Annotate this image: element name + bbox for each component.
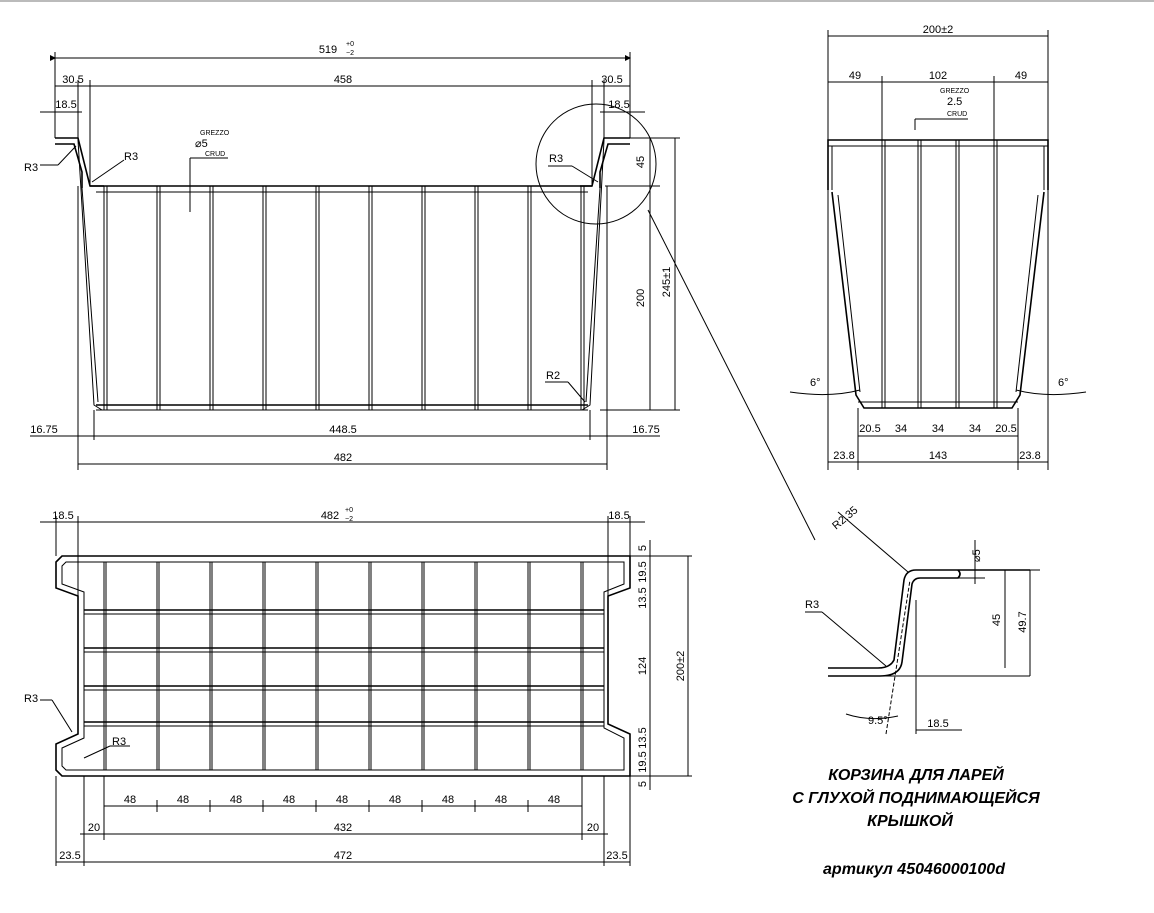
dim-side-b2: 34 <box>895 423 907 435</box>
dim-front-height-top: 45 <box>635 156 647 168</box>
dim-detail-h2: 49.7 <box>1017 611 1029 632</box>
dim-front-left-lip: 18.5 <box>55 99 76 111</box>
dim-side-c-left: 23.8 <box>833 450 854 462</box>
side-view: 200±2 49 102 49 GREZZO 2.5 CRUD 6° 6° 20… <box>789 24 1087 470</box>
side-wires <box>881 140 998 408</box>
dim-side-b1: 20.5 <box>859 423 880 435</box>
label-plan-radius-outer: R3 <box>24 693 38 705</box>
dim-detail-h1: 45 <box>991 614 1003 626</box>
note-front-l1: GREZZO <box>200 130 230 137</box>
dim-detail-w: 18.5 <box>927 718 948 730</box>
dim-plan-r-a: 19.5 <box>637 561 649 582</box>
dim-front-bottom-left: 16.75 <box>30 424 58 436</box>
dim-front-right-flange: 30.5 <box>601 74 622 86</box>
label-detail-radius-bottom: R3 <box>805 599 819 611</box>
title-line-1: КОРЗИНА ДЛЯ ЛАРЕЙ <box>828 764 1004 784</box>
dim-front-bottom-right: 16.75 <box>632 424 660 436</box>
dim-plan-overall-tol-plus: +0 <box>345 507 353 514</box>
plan-cell-label: 48 <box>283 794 295 806</box>
plan-cell-label: 48 <box>389 794 401 806</box>
front-wires <box>103 186 585 410</box>
dim-side-b4: 34 <box>969 423 981 435</box>
dim-plan-edge-left: 23.5 <box>59 850 80 862</box>
dim-side-left: 49 <box>849 70 861 82</box>
dim-front-inner-top: 458 <box>334 74 352 86</box>
label-front-radius-right: R3 <box>549 153 563 165</box>
title-block: КОРЗИНА ДЛЯ ЛАРЕЙ С ГЛУХОЙ ПОДНИМАЮЩЕЙСЯ… <box>792 764 1040 878</box>
label-plan-radius-inner: R3 <box>112 736 126 748</box>
dim-side-right: 49 <box>1015 70 1027 82</box>
label-detail-dia: ⌀5 <box>971 549 983 562</box>
note-side-l1: GREZZO <box>940 88 970 95</box>
dim-front-overall-tol-plus: +0 <box>346 41 354 48</box>
dim-side-angle-left: 6° <box>810 377 821 389</box>
dim-detail-angle: 9.5° <box>868 715 888 727</box>
note-front-l2: ⌀5 <box>195 138 208 150</box>
dim-plan-r-mid: 124 <box>637 657 649 675</box>
plan-cell-label: 48 <box>442 794 454 806</box>
detail-view: R2.35 R3 ⌀5 45 49.7 9.5° 18.5 <box>805 504 1040 735</box>
dim-front-overall-tol-minus: −2 <box>346 50 354 57</box>
detail-leader <box>647 209 816 541</box>
dim-plan-right-lip: 18.5 <box>608 510 629 522</box>
dim-side-overall: 200±2 <box>923 24 954 36</box>
plan-cell-label: 48 <box>495 794 507 806</box>
detail-circle <box>535 103 657 225</box>
dim-plan-total: 472 <box>334 850 352 862</box>
note-front-l3: CRUD <box>205 151 225 158</box>
dim-plan-right-margin: 20 <box>587 822 599 834</box>
dim-plan-r-d: 19.5 <box>637 751 649 772</box>
dim-side-c-mid: 143 <box>929 450 947 462</box>
dim-plan-r-bot: 5 <box>637 781 649 787</box>
note-side-l3: CRUD <box>947 111 967 118</box>
plan-grid <box>84 562 604 770</box>
plan-cell-label: 48 <box>124 794 136 806</box>
dim-front-bottom-inner: 448.5 <box>329 424 357 436</box>
dim-plan-overall-tol-minus: −2 <box>345 516 353 523</box>
note-side-l2: 2.5 <box>947 96 962 108</box>
article-number: артикул 45046000100d <box>823 861 1006 878</box>
dim-side-c-right: 23.8 <box>1019 450 1040 462</box>
label-detail-radius-top: R2.35 <box>830 504 860 532</box>
dim-plan-r-c: 13.5 <box>637 727 649 748</box>
dim-plan-overall: 482 <box>321 510 339 522</box>
label-front-radius-left-inner: R3 <box>124 151 138 163</box>
label-front-radius-bottom: R2 <box>546 370 560 382</box>
dim-plan-r-total: 200±2 <box>675 651 687 682</box>
dim-front-bottom-overall: 482 <box>334 452 352 464</box>
dim-front-overall: 519 <box>319 44 337 56</box>
dim-side-b5: 20.5 <box>995 423 1016 435</box>
title-line-3: КРЫШКОЙ <box>867 810 953 830</box>
dim-plan-left-lip: 18.5 <box>52 510 73 522</box>
label-front-radius-left-outer: R3 <box>24 162 38 174</box>
plan-cell-label: 48 <box>230 794 242 806</box>
dim-plan-r-top: 5 <box>637 545 649 551</box>
dim-front-right-lip: 18.5 <box>608 99 629 111</box>
dim-side-b3: 34 <box>932 423 944 435</box>
dim-plan-span: 432 <box>334 822 352 834</box>
dim-front-height-body: 200 <box>635 289 647 307</box>
title-line-2: С ГЛУХОЙ ПОДНИМАЮЩЕЙСЯ <box>792 787 1040 807</box>
dim-side-angle-right: 6° <box>1058 377 1069 389</box>
dim-side-mid: 102 <box>929 70 947 82</box>
dim-front-height-total: 245±1 <box>661 267 673 298</box>
front-view: 519 +0 −2 30.5 458 30.5 18.5 18.5 R3 R3 … <box>24 41 816 541</box>
plan-cell-label: 48 <box>548 794 560 806</box>
dim-front-left-flange: 30.5 <box>62 74 83 86</box>
dim-plan-r-b: 13.5 <box>637 587 649 608</box>
dim-plan-left-margin: 20 <box>88 822 100 834</box>
plan-cell-label: 48 <box>177 794 189 806</box>
dim-plan-edge-right: 23.5 <box>606 850 627 862</box>
plan-cell-label: 48 <box>336 794 348 806</box>
plan-cell-labels: 48 48 48 48 48 48 48 48 48 <box>124 794 560 812</box>
